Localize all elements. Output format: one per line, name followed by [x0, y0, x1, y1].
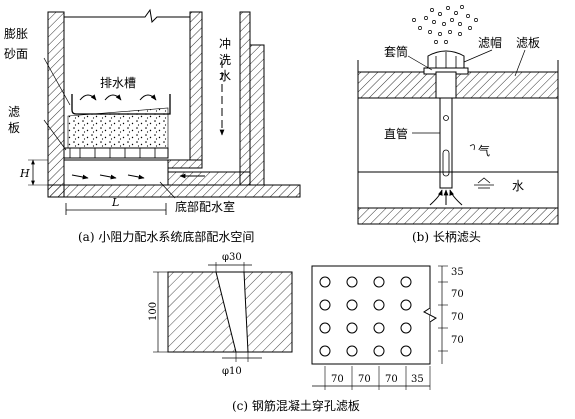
label-L: L [111, 196, 119, 209]
label-H: H [19, 167, 30, 180]
label-bottom-chamber: 底部配水室 [175, 199, 235, 214]
dim-side-4: 70 [451, 335, 464, 346]
label-expansion-sand-1: 膨胀 [4, 27, 28, 41]
dim-phi-30: φ30 [222, 252, 242, 263]
dim-side-2: 70 [451, 289, 464, 300]
label-filter-plate-2: 板 [8, 121, 20, 135]
label-air: 气 [478, 143, 490, 158]
caption-a: (a) 小阻力配水系统底部配水空间 [78, 229, 254, 244]
dim-height-100: 100 [148, 302, 159, 321]
dim-bottom-4: 35 [411, 374, 424, 385]
label-filter-plate-b: 滤板 [516, 36, 540, 50]
label-water: 水 [512, 179, 524, 193]
label-filter-cap: 滤帽 [478, 35, 502, 50]
dim-bottom-2: 70 [358, 374, 371, 385]
label-flush-3: 水 [219, 69, 231, 83]
label-straight-pipe: 直管 [384, 126, 408, 141]
panel-a-drawing [28, 8, 301, 215]
panel-c-section [153, 262, 293, 362]
caption-b: (b) 长柄滤头 [412, 230, 481, 244]
label-flush-1: 冲 [219, 36, 231, 51]
dim-bottom-1: 70 [331, 374, 344, 385]
dim-side-3: 70 [451, 312, 464, 323]
label-filter-plate-1: 滤 [8, 105, 20, 119]
dim-side-1: 35 [451, 267, 464, 278]
panel-b-drawing [357, 5, 559, 225]
dim-bottom-3: 70 [385, 374, 398, 385]
label-flush-2: 洗 [219, 53, 231, 67]
caption-c: (c) 钢筋混凝土穿孔滤板 [232, 398, 360, 413]
label-drain-trough: 排水槽 [100, 76, 136, 90]
label-expansion-sand-2: 砂面 [4, 47, 28, 61]
label-sleeve: 套筒 [384, 44, 408, 59]
dim-phi-10: φ10 [222, 366, 242, 377]
panel-c-plan [311, 265, 448, 390]
